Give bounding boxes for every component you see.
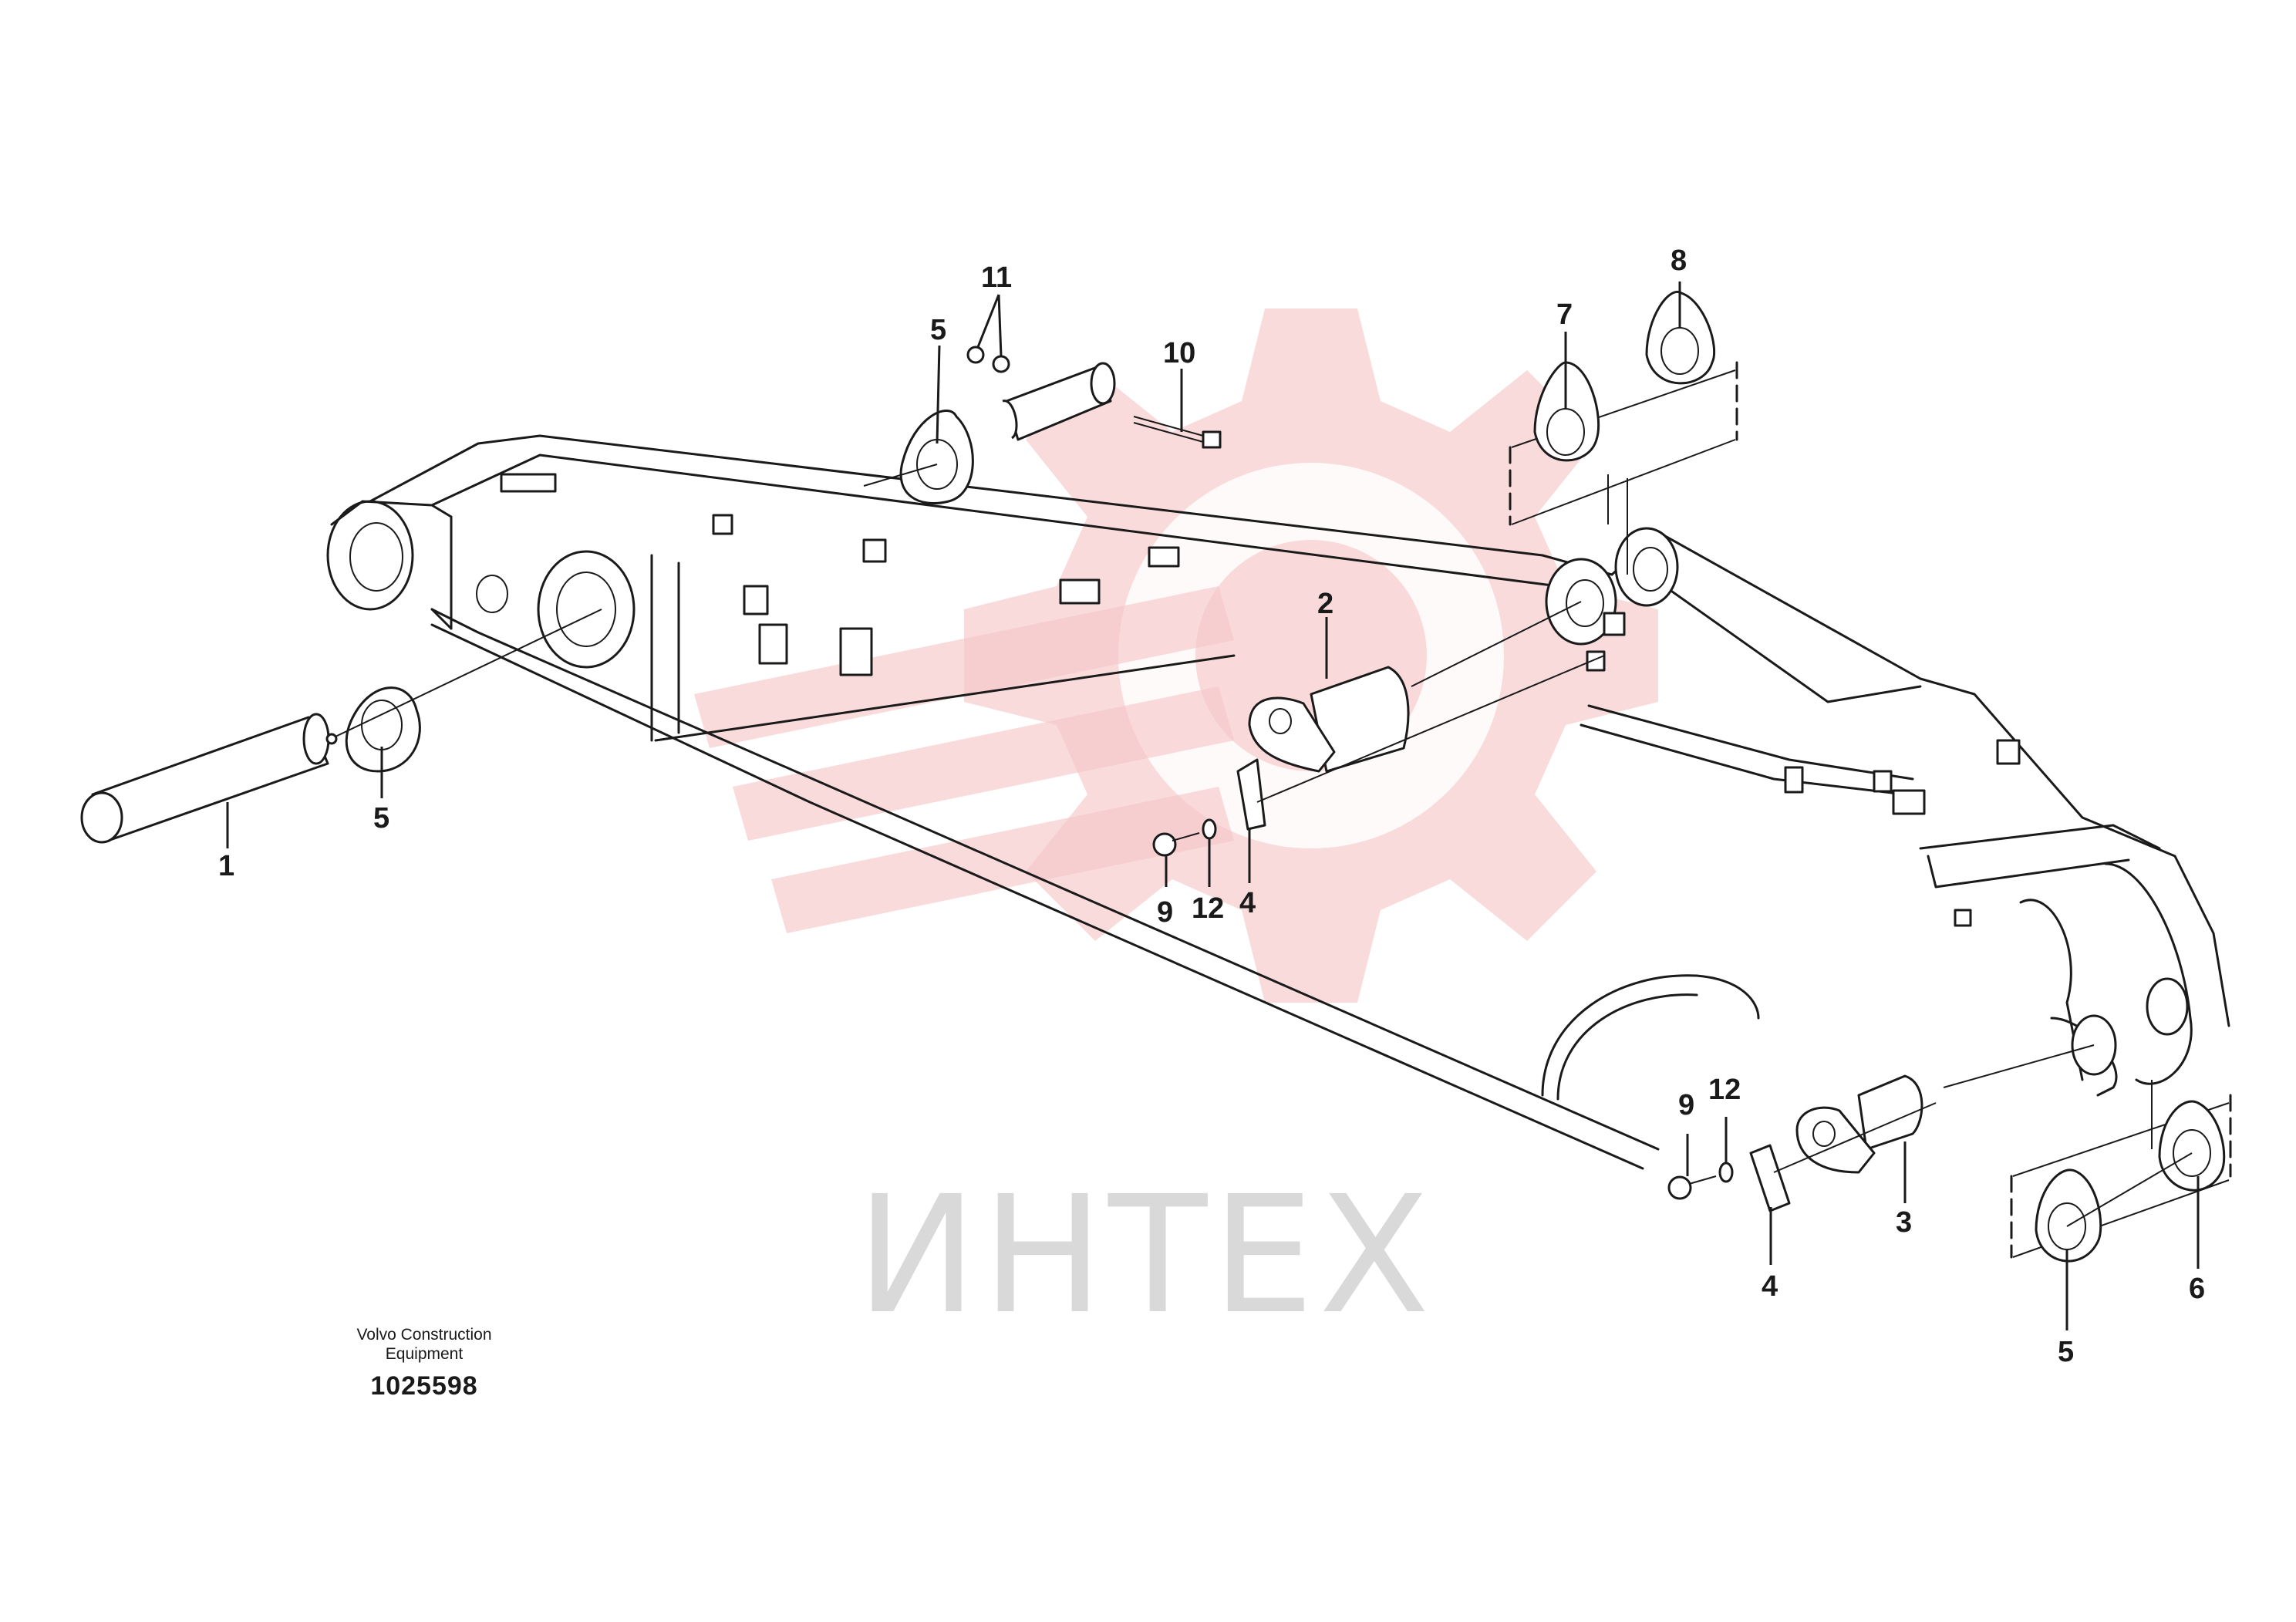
drawing-credit: Volvo Construction Equipment 1025598 [324, 1325, 524, 1401]
callout-12-lower: 12 [1708, 1074, 1741, 1106]
callout-12-upper: 12 [1192, 892, 1224, 925]
callout-4-upper: 4 [1239, 887, 1256, 919]
callout-5-top: 5 [930, 314, 946, 346]
part-3-pin-with-plate [1795, 1074, 1923, 1174]
part-4-lock-plate-lower [1749, 1144, 1791, 1212]
part-5-6-spacers-lower-box [2010, 1094, 2232, 1263]
watermark-text: ИНТЕХ [856, 1161, 1435, 1350]
part-2-pin-with-plate [1248, 666, 1410, 773]
callout-5-lower: 5 [2058, 1336, 2074, 1368]
drawing-number: 1025598 [370, 1371, 478, 1401]
callout-5-left: 5 [373, 802, 389, 835]
callout-11: 11 [981, 261, 1012, 294]
manufacturer-line-2: Equipment [385, 1345, 464, 1363]
part-1-pin [80, 713, 338, 844]
part-9-12-bolt-washer-upper [1152, 818, 1217, 857]
assembly-lines [335, 464, 2193, 1227]
part-4-lock-plate-upper [1236, 758, 1266, 831]
part-7-8-spacers-upper-box [1509, 291, 1738, 526]
boom-structure [326, 434, 2230, 1170]
part-11-nuts [966, 346, 1010, 373]
callout-4-lower: 4 [1762, 1270, 1778, 1303]
leader-lines [226, 282, 2200, 1330]
callout-9-lower: 9 [1678, 1089, 1694, 1121]
callout-1: 1 [218, 850, 234, 882]
watermark-gear-logo [694, 309, 1658, 1003]
callout-10: 10 [1163, 337, 1195, 369]
callout-2: 2 [1317, 588, 1333, 620]
callout-9-upper: 9 [1157, 896, 1173, 929]
callout-7: 7 [1556, 298, 1573, 331]
manufacturer-line-1: Volvo Construction [356, 1326, 492, 1344]
callout-8: 8 [1671, 244, 1687, 277]
callout-numbers: 1 2 3 4 4 5 5 5 6 7 8 9 9 10 11 12 12 [218, 244, 2205, 1368]
callout-3: 3 [1896, 1206, 1912, 1239]
part-9-12-bolt-washer-lower [1667, 1162, 1734, 1200]
callout-6: 6 [2189, 1273, 2205, 1305]
part-10-top-pin [1002, 362, 1222, 449]
part-5-spacer-left [345, 686, 421, 773]
